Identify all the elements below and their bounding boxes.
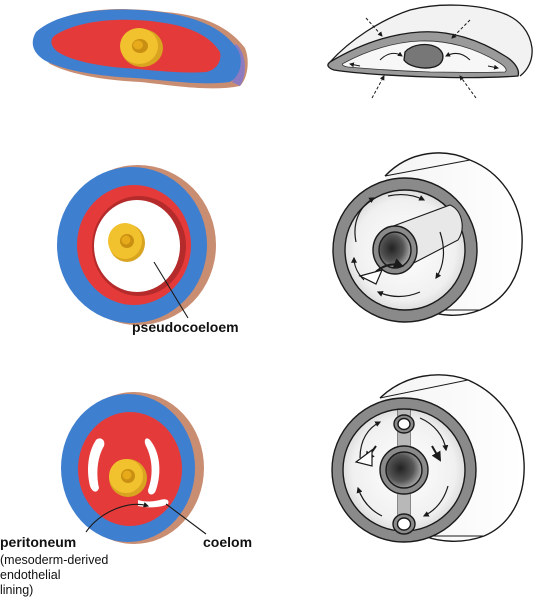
acoelomate-section: [33, 9, 248, 88]
coelom-label: coelom: [203, 534, 252, 550]
coelomate-section: [61, 392, 206, 544]
pseudocoelomate-illustration: [333, 153, 522, 322]
pseudocoelom-label: pseudocoeloem: [132, 319, 239, 335]
peritoneum-note-line3: lining): [0, 583, 33, 598]
peritoneum-note-line1: (mesoderm-derived: [0, 553, 108, 568]
peritoneum-label: peritoneum: [0, 534, 76, 550]
coelomate-illustration: [332, 375, 524, 542]
peritoneum-note-line2: endothelial: [0, 568, 60, 583]
acoelomate-illustration: [328, 5, 532, 98]
pseudocoelomate-section: [57, 165, 216, 325]
